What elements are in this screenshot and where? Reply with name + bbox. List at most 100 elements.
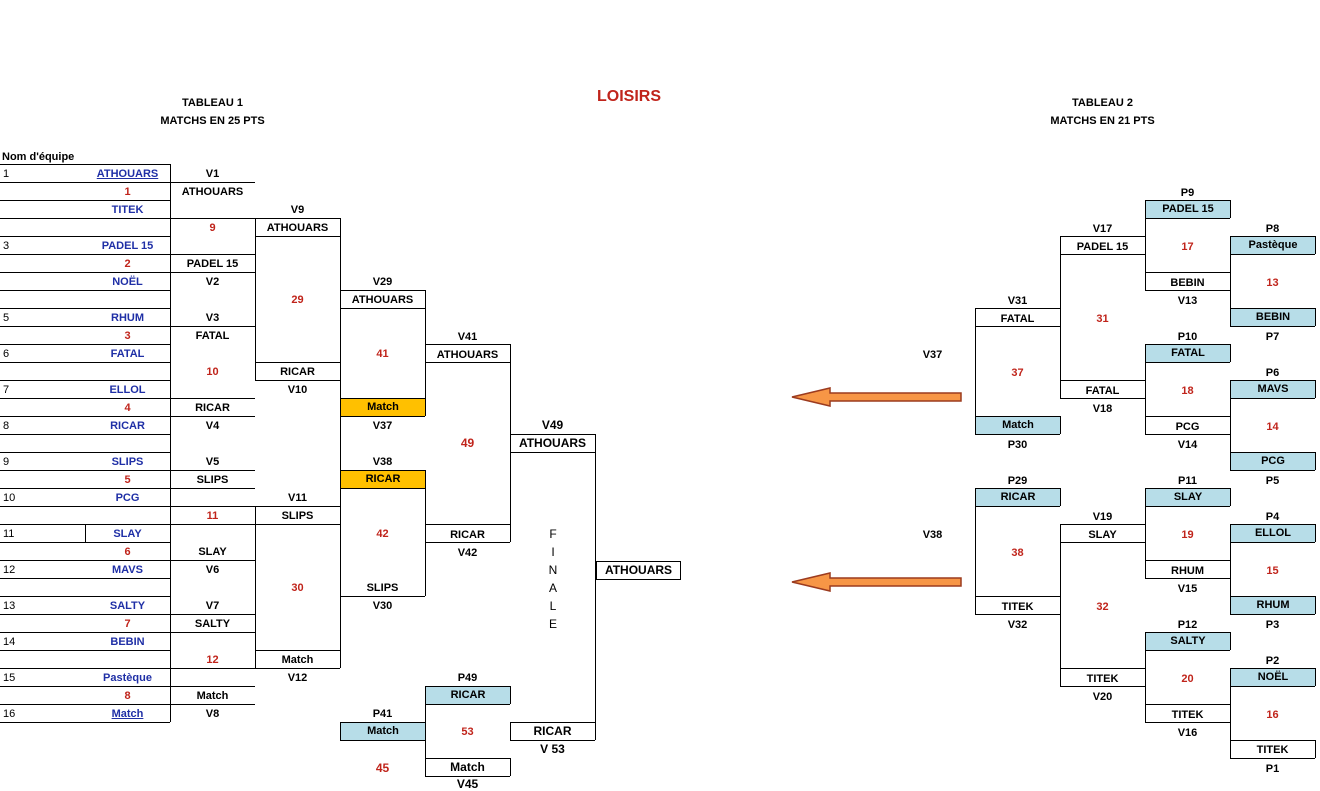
seed-team-link[interactable]: Match xyxy=(111,708,144,720)
bracket-line xyxy=(1145,578,1230,579)
bracket-line xyxy=(425,542,510,543)
match-cell-v37[interactable]: Match xyxy=(341,399,425,416)
bracket-line xyxy=(1230,398,1315,399)
seed-team-link[interactable]: ATHOUARS xyxy=(96,168,159,180)
bracket-line xyxy=(1060,254,1145,255)
match-cell[interactable]: Match xyxy=(976,417,1060,434)
match-winner: PADEL 15 xyxy=(1076,241,1129,253)
bracket-line xyxy=(1230,200,1231,218)
bracket-line xyxy=(510,686,511,704)
seed-team: SALTY xyxy=(109,600,146,612)
bracket-line xyxy=(975,308,1060,309)
match-winner: SLAY xyxy=(198,546,227,558)
match-label: V16 xyxy=(1177,727,1198,739)
match-cell[interactable]: MAVS xyxy=(1231,381,1315,398)
bracket-line xyxy=(1145,218,1230,219)
bracket-line xyxy=(1060,668,1145,669)
bracket-line xyxy=(1060,236,1061,398)
bracket-line xyxy=(1145,488,1230,489)
seed-number: 11 xyxy=(3,528,15,540)
match-number: 3 xyxy=(124,330,131,342)
match-label: V20 xyxy=(1092,691,1113,703)
match-number: 14 xyxy=(1266,421,1279,433)
bracket-line xyxy=(340,398,425,399)
bracket-line xyxy=(1230,254,1315,255)
match-label: V10 xyxy=(287,384,308,396)
bracket-line xyxy=(1060,542,1145,543)
grid-line xyxy=(0,254,255,255)
bracket-line xyxy=(340,740,425,741)
match-label: P4 xyxy=(1265,511,1280,523)
match-winner: PADEL 15 xyxy=(186,258,239,270)
match-winner: Match xyxy=(450,760,485,774)
bracket-line xyxy=(975,488,976,614)
match-number: 2 xyxy=(124,258,131,270)
bracket-line xyxy=(1315,236,1316,254)
grid-line xyxy=(0,704,255,705)
grid-line xyxy=(0,182,255,183)
seed-number: 5 xyxy=(3,312,10,324)
match-cell[interactable]: SLAY xyxy=(1146,489,1230,506)
match-label: P6 xyxy=(1265,367,1280,379)
grid-line xyxy=(0,578,170,579)
bracket-line xyxy=(1230,308,1315,309)
match-label: V49 xyxy=(541,418,564,432)
match-cell[interactable]: RICAR xyxy=(426,687,510,704)
match-label: V12 xyxy=(287,672,308,684)
match-number: 30 xyxy=(291,582,304,594)
bracket-line xyxy=(1145,344,1230,345)
bracket-line xyxy=(510,758,511,776)
champion-cell: ATHOUARS xyxy=(596,561,681,580)
match-cell[interactable]: FATAL xyxy=(1146,345,1230,362)
match-cell[interactable]: ELLOL xyxy=(1231,525,1315,542)
match-label: V4 xyxy=(205,420,220,432)
match-label: V38 xyxy=(372,456,393,468)
seed-team: PADEL 15 xyxy=(101,240,154,252)
grid-line xyxy=(0,452,170,453)
match-label: V19 xyxy=(1092,511,1113,523)
bracket-line xyxy=(1230,686,1315,687)
match-label: V2 xyxy=(205,276,220,288)
match-winner: FATAL xyxy=(1000,313,1035,325)
finale-letter: A xyxy=(548,581,557,595)
match-number: 10 xyxy=(206,366,219,378)
match-number: 1 xyxy=(124,186,131,198)
bracket-line xyxy=(1145,488,1146,578)
bracket-line xyxy=(425,470,426,596)
bracket-line xyxy=(1145,722,1230,723)
match-cell[interactable]: NOËL xyxy=(1231,669,1315,686)
grid-line xyxy=(0,398,255,399)
seed-number: 8 xyxy=(3,420,10,432)
bracket-line xyxy=(975,416,1060,417)
bracket-line xyxy=(255,650,340,651)
match-cell-v38[interactable]: RICAR xyxy=(341,471,425,488)
match-number: 41 xyxy=(376,348,389,360)
match-cell[interactable]: BEBIN xyxy=(1231,309,1315,326)
bracket-line xyxy=(1145,344,1146,434)
match-cell[interactable]: PADEL 15 xyxy=(1146,201,1230,218)
grid-line xyxy=(0,650,170,651)
match-cell[interactable]: Match xyxy=(341,723,425,740)
bracket-line xyxy=(1230,470,1315,471)
bracket-line xyxy=(1230,758,1315,759)
match-number: 4 xyxy=(124,402,131,414)
match-number: 38 xyxy=(1011,547,1024,559)
match-cell[interactable]: Pastèque xyxy=(1231,237,1315,254)
match-cell[interactable]: RHUM xyxy=(1231,597,1315,614)
match-cell[interactable]: PCG xyxy=(1231,453,1315,470)
seed-number: 6 xyxy=(3,348,10,360)
match-cell[interactable]: SALTY xyxy=(1146,633,1230,650)
match-winner: RICAR xyxy=(450,529,485,541)
grid-line xyxy=(0,560,255,561)
grid-line xyxy=(0,308,170,309)
match-cell[interactable]: RICAR xyxy=(976,489,1060,506)
match-number: 7 xyxy=(124,618,131,630)
bracket-line xyxy=(1230,668,1315,669)
bracket-line xyxy=(1060,686,1145,687)
seed-team: BEBIN xyxy=(110,636,145,648)
match-label: V37 xyxy=(372,420,393,432)
match-label: V8 xyxy=(205,708,220,720)
bracket-line xyxy=(425,524,510,525)
tableau1-subtitle: MATCHS EN 25 PTS xyxy=(160,115,265,127)
match-number: 19 xyxy=(1181,529,1194,541)
